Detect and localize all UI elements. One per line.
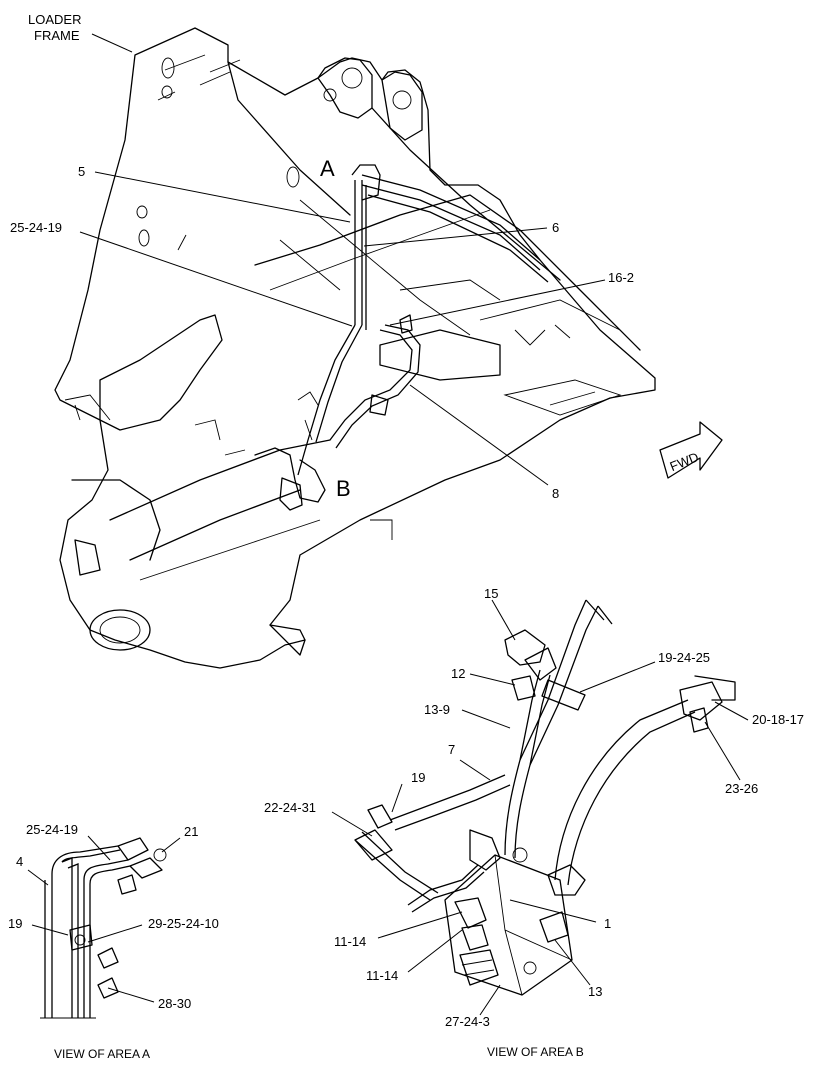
area-a-drawing bbox=[40, 837, 167, 1019]
callout-8: 8 bbox=[552, 486, 559, 501]
leader-8 bbox=[409, 384, 549, 486]
area-a-callout-29-25-24-10: 29-25-24-10 bbox=[148, 916, 219, 931]
main-leader-lines bbox=[79, 33, 606, 486]
callout-25-24-19: 25-24-19 bbox=[10, 220, 62, 235]
loader-label-line2: FRAME bbox=[34, 28, 80, 43]
area-b-callout-22-24-31: 22-24-31 bbox=[264, 800, 316, 815]
area-a-callout-21: 21 bbox=[184, 824, 198, 839]
leader-6 bbox=[363, 227, 548, 247]
area-b-callout-19: 19 bbox=[411, 770, 425, 785]
area-a-callout-19: 19 bbox=[8, 916, 22, 931]
area-a-callouts: 25-24-19 21 4 19 29-25-24-10 28-30 VIEW … bbox=[8, 822, 219, 1061]
area-b-callout-13-9: 13-9 bbox=[424, 702, 450, 717]
fwd-arrow-icon: FWD bbox=[659, 421, 723, 479]
area-a-leaders bbox=[27, 835, 181, 1003]
area-b-caption: VIEW OF AREA B bbox=[487, 1045, 584, 1059]
area-b-callout-20-18-17: 20-18-17 bbox=[752, 712, 804, 727]
area-b-callout-11-14-upper: 11-14 bbox=[334, 934, 366, 949]
area-b-drawing bbox=[354, 599, 736, 996]
fwd-arrow-label: FWD bbox=[668, 449, 701, 474]
leader-16-2 bbox=[389, 279, 606, 326]
area-b-callout-15: 15 bbox=[484, 586, 498, 601]
loader-frame-drawing bbox=[54, 27, 656, 669]
area-marker-a: A bbox=[320, 156, 335, 181]
callout-5: 5 bbox=[78, 164, 85, 179]
area-b-leaders bbox=[331, 599, 749, 1016]
area-b-callout-13: 13 bbox=[588, 984, 602, 999]
area-b-callout-11-14-lower: 11-14 bbox=[366, 968, 398, 983]
area-b-callout-19-24-25: 19-24-25 bbox=[658, 650, 710, 665]
area-b-callout-1: 1 bbox=[604, 916, 611, 931]
area-a-callout-4: 4 bbox=[16, 854, 23, 869]
header-label: LOADER FRAME bbox=[28, 12, 81, 43]
leader-5 bbox=[94, 171, 351, 223]
leader-25-24-19 bbox=[79, 231, 353, 327]
callout-6: 6 bbox=[552, 220, 559, 235]
area-a-callout-28-30: 28-30 bbox=[158, 996, 191, 1011]
main-callouts: 5 6 25-24-19 16-2 8 bbox=[10, 164, 634, 501]
area-b-callout-7: 7 bbox=[448, 742, 455, 757]
area-a-caption: VIEW OF AREA A bbox=[54, 1047, 150, 1061]
area-marker-b: B bbox=[336, 476, 351, 501]
area-b-callout-27-24-3: 27-24-3 bbox=[445, 1014, 490, 1029]
loader-label-line1: LOADER bbox=[28, 12, 81, 27]
area-b-callouts: 15 19-24-25 12 20-18-17 13-9 7 23-26 19 … bbox=[264, 586, 804, 1059]
area-b-callout-12: 12 bbox=[451, 666, 465, 681]
area-b-callout-23-26: 23-26 bbox=[725, 781, 758, 796]
callout-16-2: 16-2 bbox=[608, 270, 634, 285]
loader-frame-leader bbox=[91, 33, 133, 53]
area-a-callout-25-24-19: 25-24-19 bbox=[26, 822, 78, 837]
